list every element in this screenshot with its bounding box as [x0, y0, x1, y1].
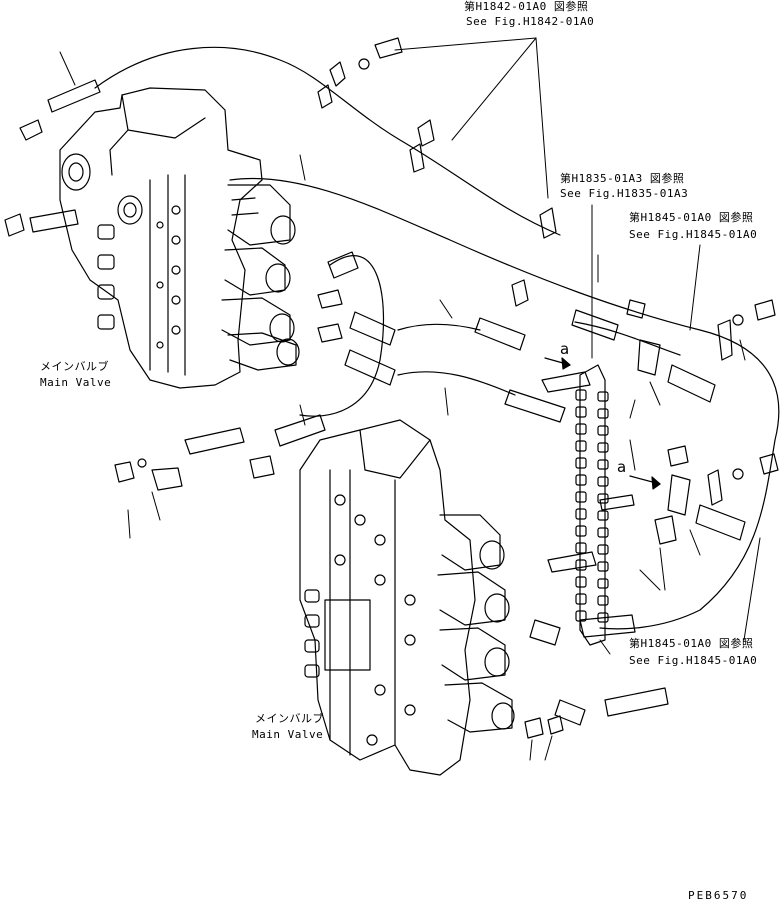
manifold-fitting [576, 560, 586, 570]
manifold-fitting [598, 511, 608, 520]
manifold-fitting [598, 528, 608, 537]
manifold-fitting [598, 443, 608, 452]
manifold-fitting [576, 441, 586, 451]
hoses [95, 47, 779, 628]
leader-lines [60, 38, 760, 760]
manifold-fitting [576, 492, 586, 502]
manifold-fitting [576, 475, 586, 485]
manifold-fitting [576, 424, 586, 434]
drawing-code: PEB6570 [688, 889, 749, 902]
manifold-fitting [576, 611, 586, 621]
ref-h1845-top-jp: 第H1845-01A0 図参照 [629, 211, 754, 224]
ref-h1835-en: See Fig.H1835-01A3 [560, 187, 689, 200]
ref-h1835-jp: 第H1835-01A3 図参照 [560, 172, 685, 185]
ref-h1842-en: See Fig.H1842-01A0 [466, 15, 595, 28]
manifold-fitting [576, 543, 586, 553]
ref-h1845-top-en: See Fig.H1845-01A0 [629, 228, 758, 241]
manifold-fitting [576, 594, 586, 604]
manifold-fitting [576, 526, 586, 536]
manifold-fitting [576, 458, 586, 468]
manifold-block [542, 365, 634, 645]
ref-h1845-bottom-jp: 第H1845-01A0 図参照 [629, 637, 754, 650]
manifold-fitting [576, 407, 586, 417]
manifold-fittings [576, 390, 608, 622]
hose-clamps [318, 62, 732, 505]
ref-h1845-bottom-en: See Fig.H1845-01A0 [629, 654, 758, 667]
lower-main-valve-body [300, 420, 514, 775]
manifold-fitting [598, 477, 608, 486]
upper-main-valve-label-en: Main Valve [40, 376, 112, 389]
manifold-fitting [598, 494, 608, 503]
manifold-fitting [598, 392, 608, 401]
upper-main-valve-label-jp: メインバルブ [40, 360, 109, 373]
manifold-fitting [576, 577, 586, 587]
upper-main-valve-body [60, 88, 299, 388]
marker-a-upper: a [560, 340, 570, 358]
bolts-and-fittings [5, 38, 778, 738]
manifold-fitting [598, 545, 608, 554]
manifold-fitting [576, 390, 586, 400]
lower-main-valve-label-en: Main Valve [252, 728, 324, 741]
lower-main-valve-label-jp: メインバルブ [255, 712, 324, 725]
marker-arrows [545, 358, 660, 489]
marker-a-lower: a [617, 458, 627, 476]
manifold-fitting [598, 426, 608, 435]
manifold-fitting [598, 596, 608, 605]
manifold-fitting [598, 562, 608, 571]
manifold-fitting [598, 579, 608, 588]
manifold-fitting [598, 460, 608, 469]
manifold-fitting [598, 409, 608, 418]
ref-h1842-jp: 第H1842-01A0 図参照 [464, 0, 589, 13]
manifold-fitting [576, 509, 586, 519]
